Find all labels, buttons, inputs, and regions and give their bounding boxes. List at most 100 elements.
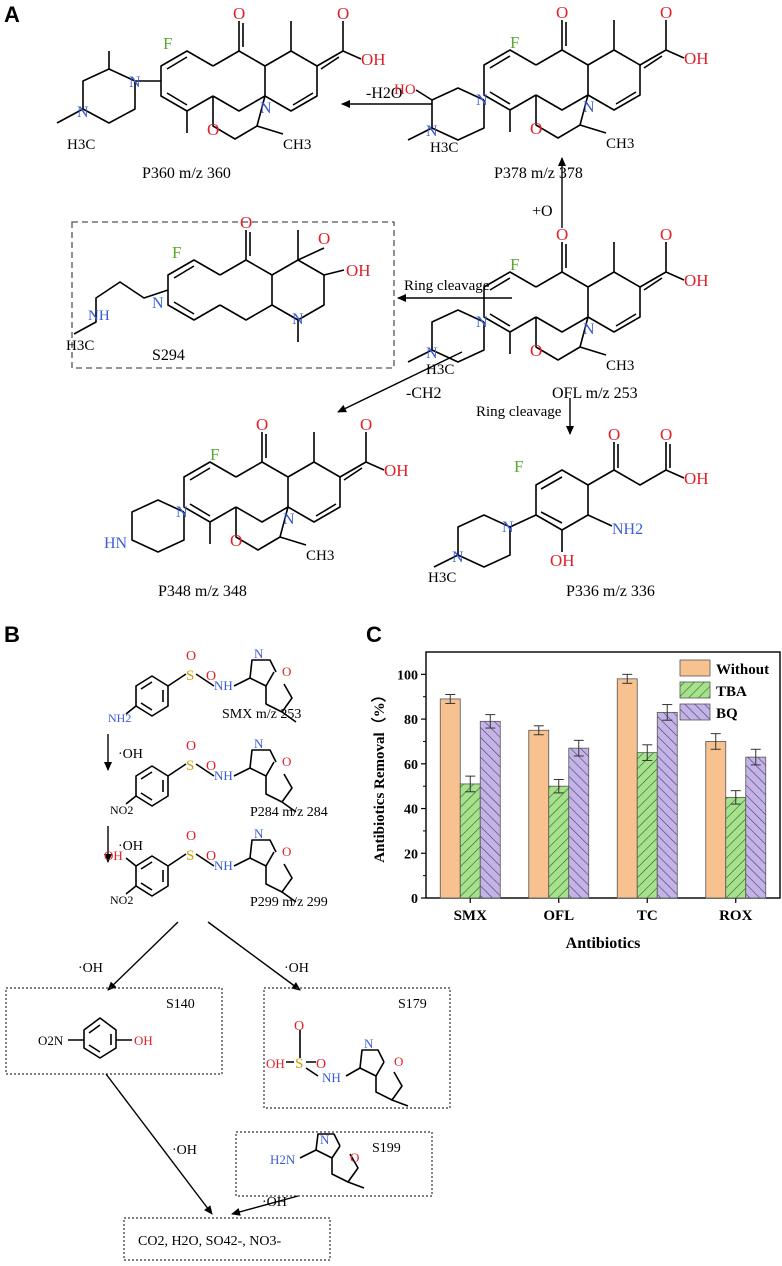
p336-n-methyl: H3C (428, 570, 456, 586)
p348-label: P348 m/z 348 (158, 583, 247, 600)
plus-o-label: +O (532, 203, 553, 220)
arrow-s199-to-final (231, 1195, 299, 1216)
p336-piperazine-nitrogen: N (502, 519, 514, 536)
s179-oxygen-top: O (294, 1019, 304, 1034)
s294-amine-n: N (152, 295, 164, 312)
p299-sulfur: S (186, 848, 194, 864)
x-tick-label: OFL (543, 908, 574, 924)
p336-acid-oxygen: O (660, 425, 672, 444)
smx-sulfonamide-nh: NH (214, 678, 233, 693)
p336-label: P336 m/z 336 (566, 583, 655, 600)
p360-ring-oxygen: O (207, 120, 219, 139)
p378-methyl-nitrogen: N (426, 123, 438, 140)
smx-amine: NH2 (108, 711, 131, 725)
s179-sulfonamide-nh: NH (322, 1070, 341, 1085)
p348-structure: F O O OH N O CH3 N HN (104, 415, 409, 564)
s294-fluorine: F (172, 243, 181, 262)
p284-isoxazole-o: O (282, 754, 291, 769)
smx-isoxazole-o: O (282, 664, 291, 679)
arrow-s140-to-final (105, 1073, 213, 1215)
oh-radical-3: ·OH (78, 961, 103, 976)
bar-tba-smx (459, 783, 481, 899)
panel-a-label: A (4, 2, 20, 27)
x-axis-title: Antibiotics (566, 935, 641, 952)
p284-nitro: NO2 (110, 803, 133, 817)
s199-isoxazole-n: N (320, 1132, 330, 1147)
s179-oxygen-right: O (316, 1057, 326, 1072)
smx-sulfur: S (186, 668, 194, 684)
p336-hydroxyl: OH (684, 469, 709, 488)
p348-hydroxyl: OH (384, 461, 409, 480)
p284-oxygen-top: O (186, 739, 196, 754)
x-tick-label: SMX (454, 908, 488, 924)
bar-bq-rox (745, 756, 767, 899)
s140-hydroxyl: OH (134, 1033, 153, 1048)
p284-isoxazole-n: N (254, 736, 264, 751)
x-tick-label: ROX (719, 908, 753, 924)
s199-structure: H2N N O (270, 1132, 365, 1189)
p336-phenol: OH (550, 551, 575, 570)
p378-structure: F O O OH N O CH3 N HO N H3C (394, 3, 709, 156)
p336-methyl-nitrogen: N (452, 549, 464, 566)
p299-oxygen-top: O (186, 829, 196, 844)
p360-hydroxyl: OH (361, 50, 386, 69)
p336-ketone-oxygen: O (608, 425, 620, 444)
final-products: CO2, H2O, SO42-, NO3- (138, 1234, 281, 1249)
ofl-label: OFL m/z 253 (552, 385, 638, 402)
legend-swatch-without (679, 659, 711, 677)
oh-radical-6: ·OH (262, 1195, 287, 1210)
legend-swatch-bq (679, 703, 711, 721)
s294-box (71, 221, 395, 369)
p348-ring-oxygen: O (230, 531, 242, 550)
legend-swatch-tba (679, 681, 711, 699)
panel-c-label: C (366, 622, 382, 647)
p284-label: P284 m/z 284 (250, 805, 328, 820)
p299-oxygen-right: O (206, 849, 216, 864)
bar-bq-tc (656, 711, 678, 899)
s179-box (263, 987, 451, 1109)
s294-amine-h: NH (88, 308, 110, 324)
p378-fluorine: F (510, 33, 519, 52)
smx-structure: S O O NH N O NH2 (108, 646, 297, 725)
ofl-acid-oxygen: O (660, 225, 672, 244)
p299-isoxazole-n: N (254, 826, 264, 841)
bar-tba-rox (725, 796, 747, 899)
y-tick-label: 100 (397, 668, 418, 683)
legend-label-tba: TBA (716, 684, 747, 700)
y-tick-label: 20 (404, 847, 418, 862)
p284-oxygen-right: O (206, 759, 216, 774)
p348-methyl: CH3 (306, 548, 334, 564)
arrow-ofl-to-p348 (337, 351, 463, 413)
p360-label: P360 m/z 360 (142, 165, 231, 182)
p336-fluorine: F (514, 457, 523, 476)
s294-n-methyl: H3C (66, 338, 94, 354)
y-tick-label: 40 (404, 803, 418, 818)
ofl-ketone-oxygen: O (556, 225, 568, 244)
panel-b-label: B (4, 622, 20, 647)
p284-structure: S O O NH N O NO2 (110, 736, 297, 817)
s179-isoxazole-n: N (364, 1036, 374, 1051)
ofl-methyl: CH3 (606, 358, 634, 374)
bar-without-ofl (528, 729, 550, 899)
s179-structure: O S O OH NH N O (266, 1019, 409, 1107)
s199-isoxazole-o: O (350, 1150, 359, 1165)
arrow-p299-to-s140 (107, 921, 179, 991)
smx-oxygen-top: O (186, 649, 196, 664)
ofl-ring-nitrogen: N (583, 321, 595, 338)
p299-label: P299 m/z 299 (250, 895, 328, 910)
minus-h2o-label: -H2O (366, 85, 402, 102)
p378-methyl: CH3 (606, 136, 634, 152)
oh-radical-4: ·OH (284, 961, 309, 976)
s294-label: S294 (152, 347, 185, 364)
p348-ring-nitrogen: N (283, 511, 295, 528)
s140-box (5, 987, 223, 1075)
p348-secondary-amine: HN (104, 535, 128, 552)
p360-acid-oxygen: O (337, 4, 349, 23)
s294-ring-nitrogen: N (292, 311, 304, 328)
p348-ketone-oxygen: O (256, 415, 268, 434)
s294-structure: F O O OH N NH N H3C (66, 213, 371, 354)
